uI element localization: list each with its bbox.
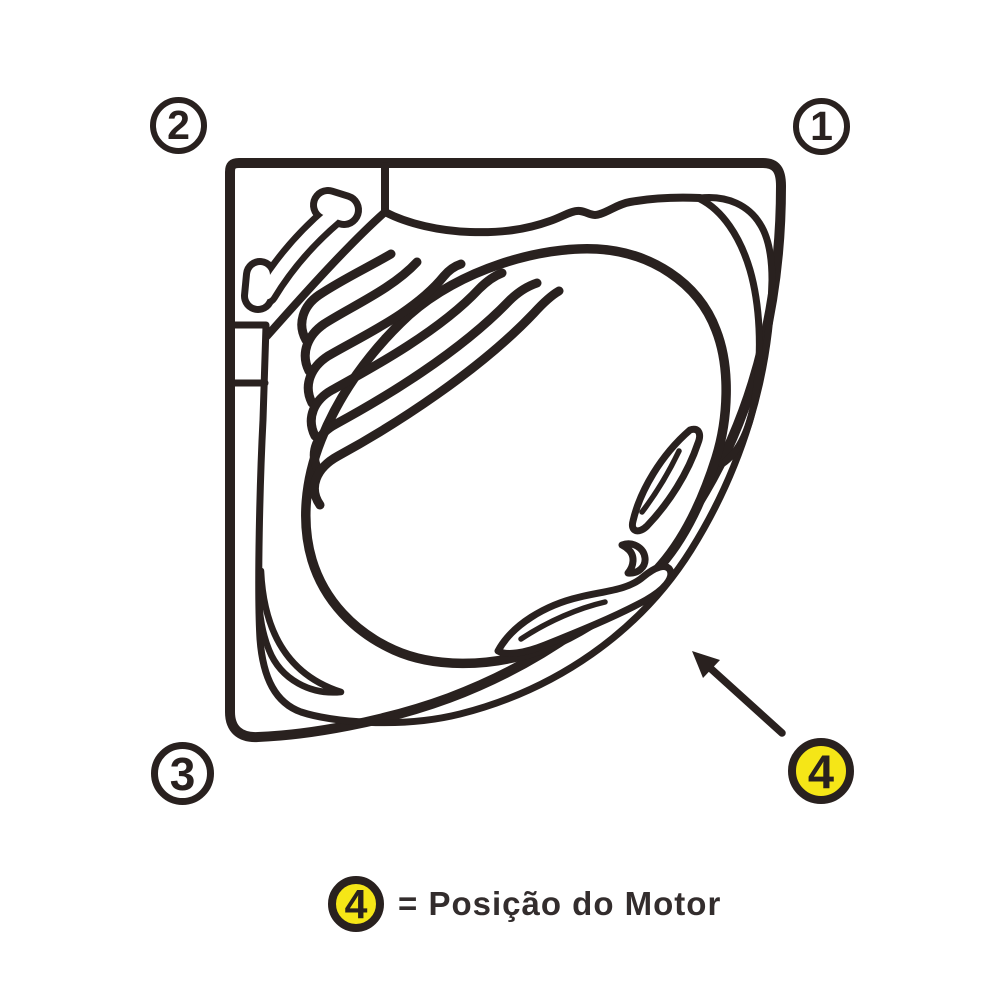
legend-motor-marker: 4 <box>328 876 384 932</box>
grab-handle <box>241 187 362 313</box>
motor-position-marker: 4 <box>788 738 854 804</box>
corner-marker-1: 1 <box>793 98 850 155</box>
tub-foot-detail <box>255 567 345 696</box>
corner-marker-2-label: 2 <box>167 102 190 148</box>
legend-text: = Posição do Motor <box>398 885 722 922</box>
corner-marker-2: 2 <box>150 97 207 154</box>
corner-marker-3-label: 3 <box>169 747 196 800</box>
legend-motor-marker-label: 4 <box>344 880 368 927</box>
tub-basin <box>301 244 731 669</box>
water-jet-waves <box>297 249 564 510</box>
tub-inner-rim <box>228 162 776 727</box>
corner-marker-1-label: 1 <box>810 103 833 149</box>
motor-position-marker-label: 4 <box>807 744 835 798</box>
corner-marker-3: 3 <box>151 742 214 805</box>
rim-fitting-details <box>494 425 704 657</box>
motor-position-arrow-icon <box>692 651 786 737</box>
legend: 4 = Posição do Motor <box>328 876 721 932</box>
